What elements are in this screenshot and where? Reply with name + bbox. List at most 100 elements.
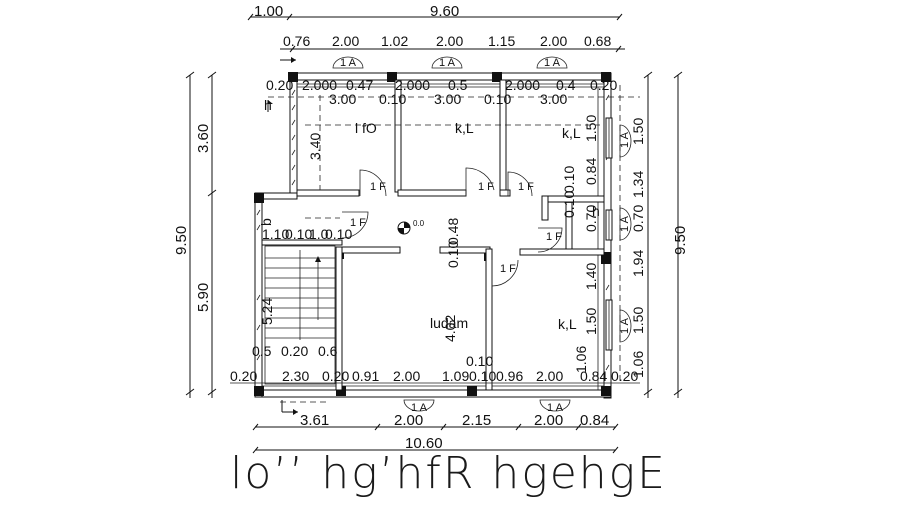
top-inner-7: 0.4 [556,77,576,93]
inner-dim-0-10b: 0.10 [466,353,493,369]
svg-text:1 A: 1 A [439,57,456,69]
inner-right-6: 1.40 [583,263,599,290]
inner-dim-4-02: 4.02 [442,315,458,342]
inner-right-7: 1.50 [583,308,599,335]
bottom-inner-1: 0.20 [230,368,257,384]
right-dim-1: 1.50 [630,118,646,145]
inner-right-3: 0.10 [561,166,577,193]
bottom-inner-9: 2.00 [536,368,563,384]
top-inner-6: 2.000 [505,77,540,93]
section-arrow-left [267,100,273,112]
right-dim-2: 1.34 [630,171,646,198]
door-tag-4: 1 F [350,217,366,229]
room-label-3: k,L [562,125,581,141]
inner-right-2: 0.84 [583,158,599,185]
bottom-inner-7: 0.10 [469,368,496,384]
window-tag-right-2: 1 A [619,207,632,241]
beam-lines [268,85,640,403]
stair-dim-2: 0.20 [281,343,308,359]
door-tag-5: 1 F [546,231,562,243]
top-inner-5: 0.5 [448,77,468,93]
right-dim-6: 1.06 [630,351,646,378]
svg-text:1 A: 1 A [619,317,631,334]
doors [341,167,563,287]
right-dim-5: 1.50 [630,307,646,334]
top-inner2-2: 0.10 [379,91,406,107]
level-value: 0.0 [413,219,425,228]
top-inner2-1: 3.00 [329,91,356,107]
room-label-h: h [264,97,272,113]
top-dimension-lines [247,13,625,53]
window-tag-top-3: 1 A [536,56,568,69]
inner-dim-1-0: 1.0 [309,226,329,242]
door-tag-1: 1 F [370,181,386,193]
room-label-4: k,L [558,316,577,332]
top-inner-3: 0.47 [346,77,373,93]
inner-right-1: 1.50 [583,115,599,142]
top-inner2-4: 0.10 [484,91,511,107]
window-tag-right-3: 1 A [619,309,632,343]
inner-dim-0-10a: 0.10 [445,241,461,268]
inner-dim-3-40: 3.40 [307,133,323,160]
door-tag-3: 1 F [518,181,534,193]
interior-walls [261,79,605,391]
left-dim-upper: 3.60 [195,124,212,153]
bottom-dim-total: 10.60 [405,435,443,452]
right-dim-3: 0.70 [630,205,646,232]
bottom-inner-2: 2.30 [282,368,309,384]
bottom-inner-11: 0.20 [611,368,638,384]
staircase [264,245,336,385]
door-tag-6: 1 F [500,263,516,275]
top-inner2-5: 3.00 [540,91,567,107]
top-dim-row2-2: 2.00 [332,33,359,49]
bottom-inner-5: 2.00 [393,368,420,384]
bottom-inner-6: 1.09 [442,368,469,384]
windows-right [605,117,613,351]
window-tag-bottom-1: 1 A [403,399,435,414]
door-tag-2: 1 F [478,181,494,193]
top-dim-row2-3: 1.02 [381,33,408,49]
room-label-6: h [592,203,600,219]
stair-dim-3: 0.6 [318,343,338,359]
svg-text:1 A: 1 A [619,131,631,148]
room-label-2: k,L [455,120,474,136]
right-dimension-lines [643,71,683,398]
top-dim-row2-4: 2.00 [436,33,463,49]
bottom-dim-3: 2.15 [462,412,491,429]
top-dim-row2-5: 1.15 [488,33,515,49]
left-dim-total: 9.50 [173,226,190,255]
top-dim-row2-7: 0.68 [584,33,611,49]
bottom-inner-4: 0.91 [352,368,379,384]
inner-right-5: 0.10 [561,191,577,218]
top-inner-8: 0.20 [590,77,617,93]
top-dim-row2-1: 0.76 [283,33,310,49]
room-label-1: l fO [355,120,377,136]
inner-right-4: 0.70 [583,205,599,232]
inner-dim-1-10: 1.10 [262,226,289,242]
svg-text:1 A: 1 A [547,402,564,414]
bottom-dim-5: 0.84 [580,412,609,429]
inner-dim-5-24: 5.24 [259,298,275,325]
window-tag-top-2: 1 A [431,56,463,69]
bottom-inner-3: 0.20 [322,368,349,384]
top-dim-1: 1.00 [254,3,283,20]
left-dim-lower: 5.90 [195,283,212,312]
bottom-dim-1: 3.61 [300,412,329,429]
right-dim-4: 1.94 [630,250,646,277]
inner-right-8: 1.06 [573,346,589,373]
inner-dim-0-10d: 0.10 [325,226,352,242]
svg-text:1 A: 1 A [544,57,561,69]
section-arrow-bottom [281,400,298,415]
inner-dim-b: b [258,218,274,226]
top-inner-4: 2.000 [395,77,430,93]
arrow-icon [291,57,296,63]
inner-dim-0-10c: 0.10 [285,226,312,242]
bottom-inner-8: 0.96 [496,368,523,384]
wall-hatching [256,89,610,371]
top-inner-1: 0.20 [266,77,293,93]
svg-text:1 A: 1 A [619,215,631,232]
svg-text:1 A: 1 A [340,57,357,69]
room-label-5: ludam [430,315,468,331]
bottom-dim-2: 2.00 [394,412,423,429]
